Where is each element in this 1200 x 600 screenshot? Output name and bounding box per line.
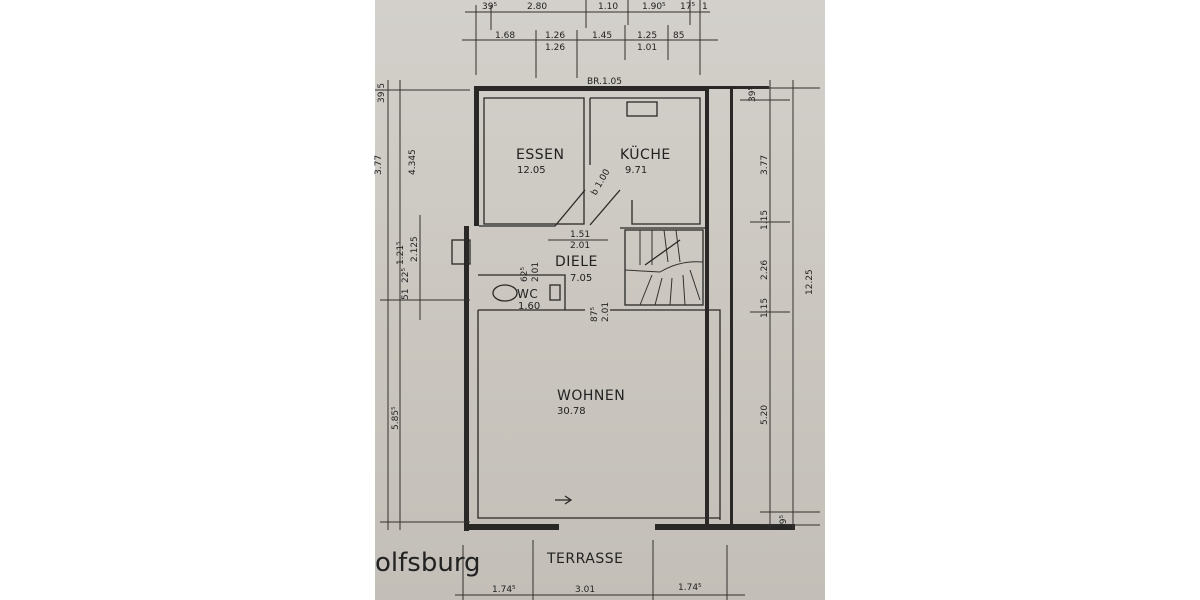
terrasse-label: TERRASSE <box>546 551 623 567</box>
dim-top-5: 17⁵ <box>680 2 695 12</box>
toilet-icon <box>492 284 518 302</box>
inner-dimensions: 1.51 2.01 62⁵ 2.01 87⁵ 2.01 <box>520 230 611 322</box>
dim-top-11: 1.25 <box>637 31 657 41</box>
dim-left-1: 3.77 <box>374 155 384 175</box>
entry-arrow-icon <box>555 495 573 505</box>
room-wc-name: WC <box>517 287 538 301</box>
dim-right-2: 3.77 <box>760 155 770 175</box>
room-wc-area: 1.60 <box>518 301 540 312</box>
room-essen-area: 12.05 <box>517 165 546 176</box>
dim-left-6: 22⁵ <box>401 268 411 283</box>
dim-top-2: 2.80 <box>527 2 547 12</box>
dim-right-8: 39⁵ <box>779 515 789 530</box>
staircase <box>624 229 704 306</box>
room-essen-name: ESSEN <box>516 147 564 163</box>
walls <box>464 86 795 531</box>
dim-right-3: 1.15 <box>760 210 770 230</box>
room-diele-area: 7.05 <box>570 273 592 284</box>
room-wohnen-area: 30.78 <box>557 406 586 417</box>
dim-left-3: 1.21⁵ <box>396 241 406 265</box>
dim-left-8: 39.5 <box>377 83 387 103</box>
room-wohnen-name: WOHNEN <box>557 388 625 404</box>
dim-bottom-1: 1.74⁵ <box>492 585 516 595</box>
dim-left-4: 2.125 <box>410 236 420 262</box>
dim-top-12: 1.01 <box>637 43 657 53</box>
dim-inner-1: 1.51 <box>570 230 590 240</box>
dim-inner-5: 87⁵ <box>590 307 600 322</box>
left-dimensions: 3.77 4.345 1.21⁵ 2.125 51 22⁵ 5.85⁵ 39.5 <box>374 80 470 530</box>
dim-top-7: 1.68 <box>495 31 515 41</box>
dim-inner-2: 2.01 <box>570 241 590 251</box>
room-kueche-name: KÜCHE <box>620 145 671 163</box>
room-kueche-area: 9.71 <box>625 165 647 176</box>
dim-bottom-3: 1.74⁵ <box>678 583 702 593</box>
dim-top-3: 1.10 <box>598 2 618 12</box>
sink-icon <box>549 284 561 301</box>
window-label: BR.1.05 <box>587 77 622 87</box>
dim-right-1: 39⁵ <box>748 87 758 102</box>
dim-inner-4: 2.01 <box>531 262 541 282</box>
dim-right-7: 12.25 <box>805 269 815 295</box>
door-label: b 1.00 <box>590 167 613 197</box>
shaft <box>451 239 471 265</box>
dim-inner-6: 2.01 <box>601 302 611 322</box>
dim-top-9: 1.26 <box>545 43 565 53</box>
dim-right-5: 1.15 <box>760 298 770 318</box>
top-dimensions: 39⁵ 2.80 1.10 1.90⁵ 17⁵ 1 1.68 1.26 1.26… <box>462 0 718 78</box>
dim-top-13: 85 <box>673 31 684 41</box>
dim-top-1: 39⁵ <box>482 2 497 12</box>
caption-fragment: olfsburg <box>375 548 481 578</box>
right-dimensions: 39⁵ 3.77 1.15 2.26 1.15 5.20 12.25 39⁵ <box>740 80 820 530</box>
dim-top-6: 1 <box>702 2 708 12</box>
dim-top-4: 1.90⁵ <box>642 2 666 12</box>
dim-right-4: 2.26 <box>760 260 770 280</box>
dim-bottom-2: 3.01 <box>575 585 595 595</box>
dim-top-8: 1.26 <box>545 31 565 41</box>
dim-left-2: 4.345 <box>408 149 418 175</box>
dim-left-7: 5.85⁵ <box>391 406 401 430</box>
dim-right-6: 5.20 <box>760 405 770 425</box>
dim-inner-3: 62⁵ <box>520 267 530 282</box>
dim-left-5: 51 <box>401 289 411 300</box>
room-diele-name: DIELE <box>555 254 598 270</box>
dim-top-10: 1.45 <box>592 31 612 41</box>
bottom-dimensions: 1.74⁵ 3.01 1.74⁵ <box>455 540 745 600</box>
